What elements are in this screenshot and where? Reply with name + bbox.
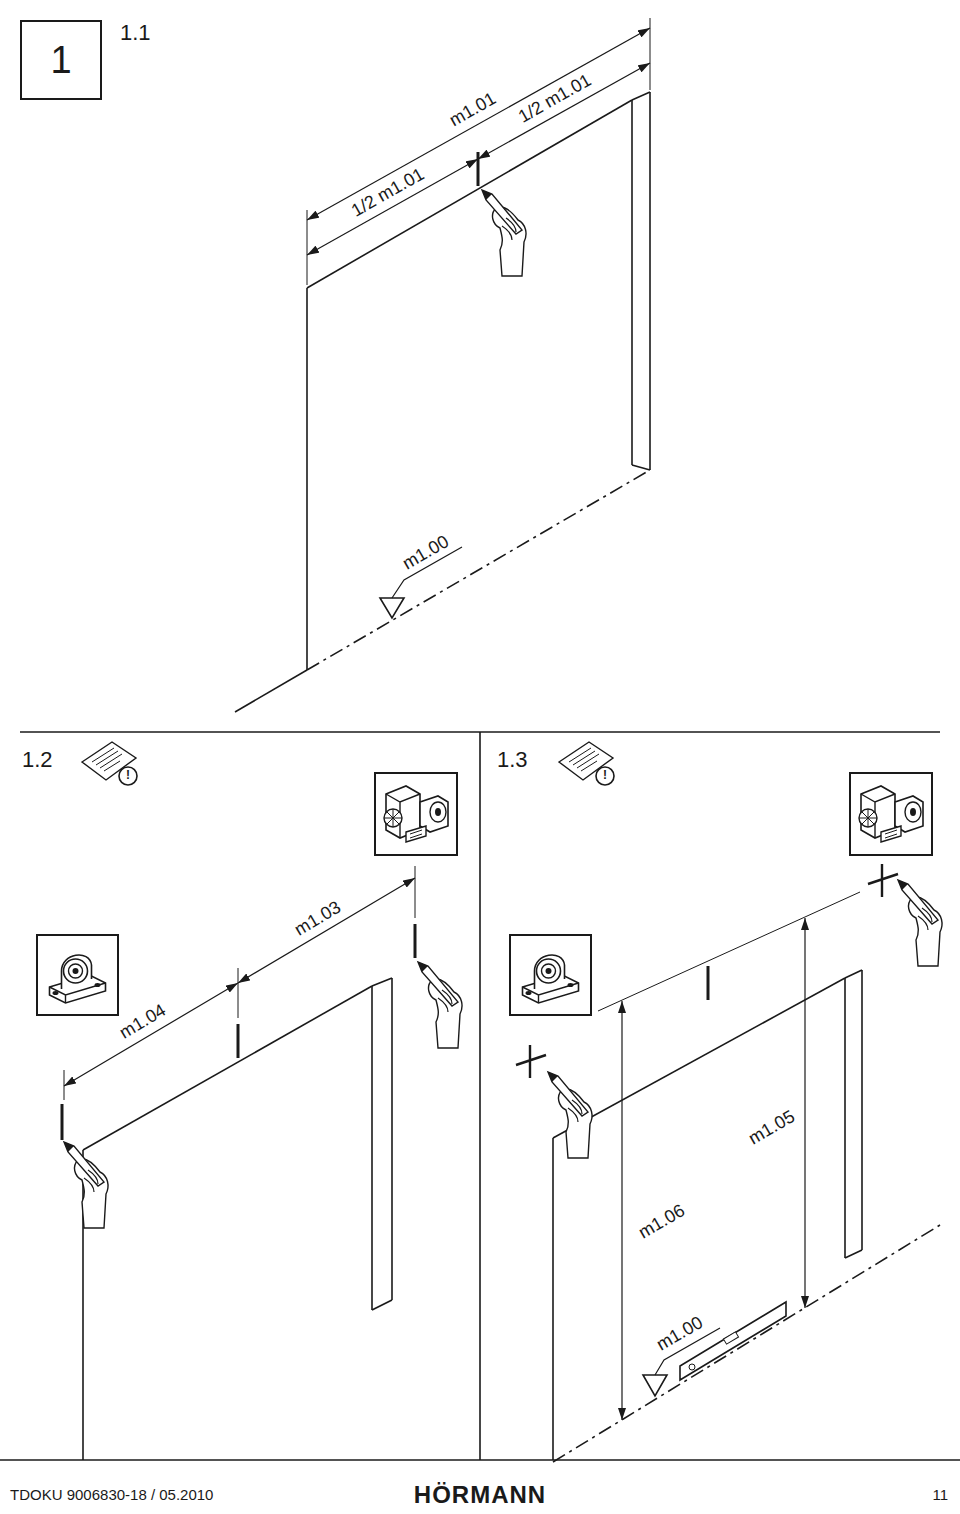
dimension-label: m1.05 <box>744 1106 801 1150</box>
step-number: 1 <box>50 41 71 79</box>
dimension-label: m1.04 <box>115 1000 172 1045</box>
page-number: 11 <box>930 1487 950 1504</box>
document-code: TDOKU 9006830-18 / 05.2010 <box>8 1487 215 1504</box>
brand-logo: HÖRMANN <box>412 1482 548 1508</box>
dimension-label: m1.06 <box>634 1200 691 1244</box>
dimension-label: 1/2 m1.01 <box>514 70 597 129</box>
step-label: 1.2 <box>20 748 55 772</box>
step-label: 1.1 <box>118 21 153 45</box>
level-label: m1.00 <box>652 1312 709 1356</box>
step-label: 1.3 <box>495 748 530 772</box>
warning-mark: ! <box>124 769 132 782</box>
step-number-box: 1 <box>20 20 102 100</box>
dimension-label: m1.03 <box>290 897 347 942</box>
warning-mark: ! <box>601 769 609 782</box>
dimension-label: m1.01 <box>445 88 502 132</box>
level-label: m1.00 <box>398 531 455 575</box>
